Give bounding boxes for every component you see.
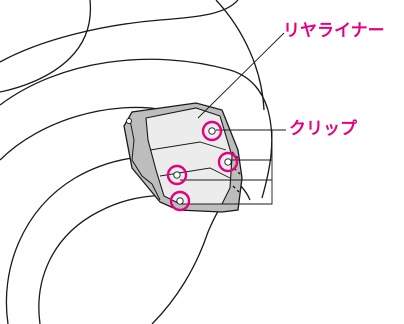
rear-liner-hole [126, 118, 132, 124]
clip-marker [217, 151, 239, 173]
rear-liner-label: リヤライナー [283, 21, 385, 41]
rear-liner-part [123, 102, 243, 213]
clip-marker [201, 120, 223, 142]
clip-head [176, 197, 184, 205]
leader-clip-4 [184, 180, 273, 205]
fender-arch-outer [0, 58, 273, 199]
rear-liner-edge-left [129, 119, 161, 201]
body-outline-top [0, 0, 239, 63]
clip-marker [166, 164, 188, 186]
clip-head [224, 158, 232, 166]
clips [166, 120, 239, 212]
leader-lines [180, 32, 286, 205]
fender-arch-inner [0, 106, 166, 161]
rear-liner-ridge [149, 141, 227, 151]
body-outline-left [0, 0, 92, 93]
arch-right [215, 0, 265, 111]
clip-label: クリップ [289, 119, 357, 139]
tire-lower [151, 205, 223, 324]
clip-head [208, 127, 216, 135]
wheel-arch-outlines [0, 0, 273, 324]
leader-rear-liner [197, 32, 285, 119]
clip-head [173, 171, 181, 179]
clip-marker [169, 190, 191, 212]
tire-inner [38, 194, 211, 324]
clip-heads [173, 127, 232, 205]
